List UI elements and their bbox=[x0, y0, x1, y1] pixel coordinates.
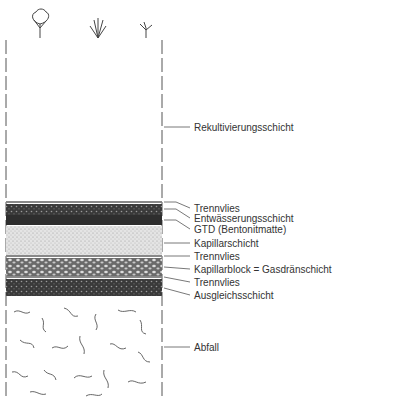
layer-label: Trennvlies bbox=[193, 251, 241, 262]
layer-label: GTD (Bentonitmatte) bbox=[193, 224, 287, 235]
capillary-block bbox=[6, 258, 162, 276]
drainage-layer bbox=[6, 204, 162, 215]
bentonite-mat bbox=[6, 215, 162, 225]
leader-lines bbox=[164, 127, 190, 347]
capillary-layer bbox=[6, 226, 162, 255]
separation-fleece bbox=[6, 255, 162, 257]
layer-label: Kapillarblock = Gasdränschicht bbox=[193, 264, 333, 275]
layer-label: Trennvlies bbox=[193, 277, 241, 288]
layer-label: Kapillarschicht bbox=[193, 238, 259, 249]
levelling-layer bbox=[6, 279, 162, 296]
plants bbox=[33, 9, 152, 38]
layer-label: Ausgleichsschicht bbox=[193, 290, 274, 301]
layer-label: Abfall bbox=[193, 342, 220, 353]
waste-texture bbox=[12, 308, 150, 396]
layer-label: Entwässerungsschicht bbox=[193, 213, 295, 224]
layer-label: Rekultivierungsschicht bbox=[193, 122, 295, 133]
separation-fleece bbox=[6, 201, 162, 203]
separation-fleece bbox=[6, 276, 162, 278]
